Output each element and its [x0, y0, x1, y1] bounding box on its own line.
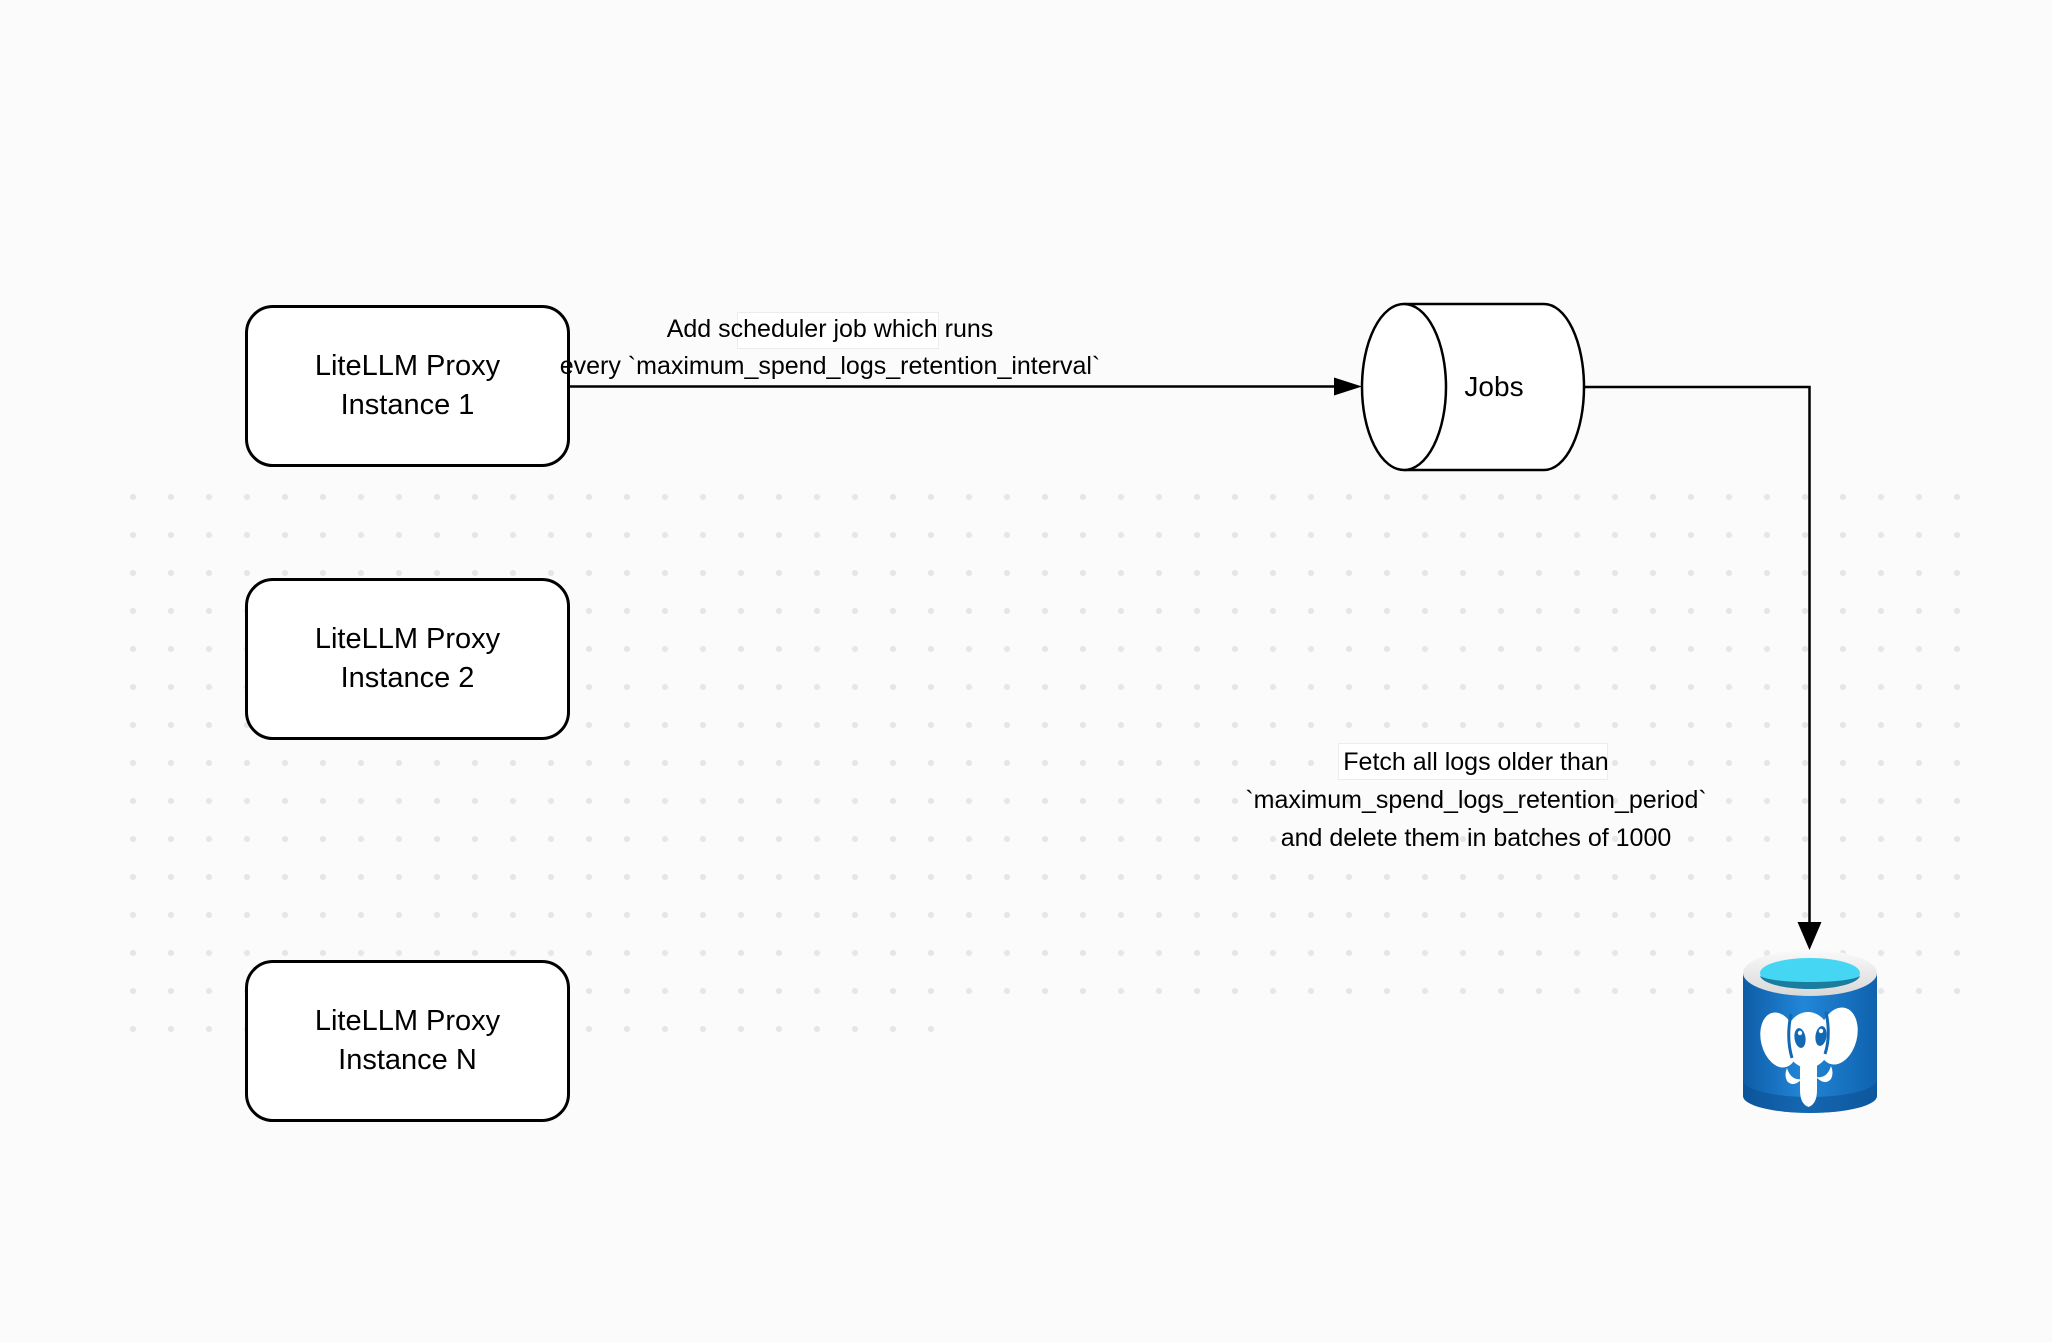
dot-grid [114, 478, 1976, 1010]
arrowhead-down-icon [1797, 922, 1822, 950]
edge-label-background [737, 312, 939, 349]
node-label-line: Instance 1 [340, 389, 475, 421]
fetch-logs-edge-label: Fetch all logs older than `maximum_spend… [1176, 743, 1776, 857]
node-label-line: LiteLLM Proxy [314, 1005, 501, 1037]
edge-label-line: Fetch all logs older than [1343, 748, 1609, 776]
node-label-line: LiteLLM Proxy [314, 350, 501, 382]
node-label-line: Instance N [338, 1044, 477, 1076]
scheduler-arrow [570, 377, 1362, 396]
jobs-to-db-connector [1585, 385, 1822, 950]
node-label-line: LiteLLM Proxy [314, 623, 501, 655]
edge-label-line: `maximum_spend_logs_retention_period` [1245, 786, 1707, 814]
edge-label-background [1338, 743, 1608, 780]
arrowhead-right-icon [1334, 377, 1362, 396]
node-litellm-proxy-instance-1: LiteLLM Proxy Instance 1 [245, 305, 570, 467]
edge-label-line: Add scheduler job which runs [666, 315, 994, 343]
node-litellm-proxy-instance-2: LiteLLM Proxy Instance 2 [245, 578, 570, 740]
edge-label-line: every `maximum_spend_logs_retention_inte… [559, 352, 1101, 380]
scheduler-edge-label: Add scheduler job which runs every `maxi… [530, 311, 1130, 385]
node-litellm-proxy-instance-n: LiteLLM Proxy Instance N [245, 960, 570, 1122]
edge-label-line: and delete them in batches of 1000 [1280, 824, 1672, 852]
node-label-line: Instance 2 [340, 662, 475, 694]
postgresql-elephant-icon [1760, 1007, 1858, 1107]
jobs-queue-shape [1360, 302, 1586, 472]
jobs-queue-label: Jobs [1464, 371, 1524, 402]
postgresql-database-icon [1743, 950, 1877, 1113]
